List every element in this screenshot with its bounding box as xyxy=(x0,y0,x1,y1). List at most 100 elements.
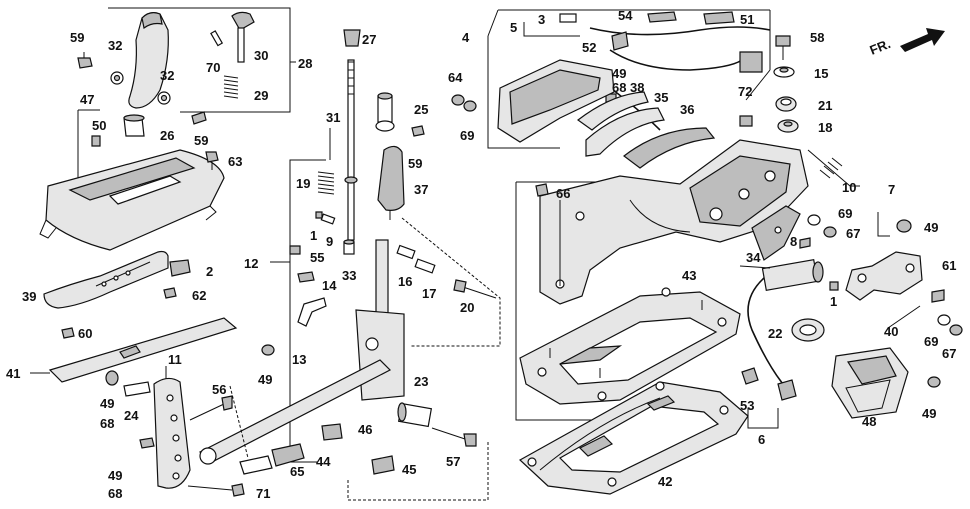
label-1: 1 xyxy=(310,228,317,243)
label-35: 35 xyxy=(654,90,668,105)
label-63: 63 xyxy=(228,154,242,169)
mounting-plate-43 xyxy=(519,287,741,405)
detent-plate-11 xyxy=(105,366,245,497)
label-29: 29 xyxy=(254,88,268,103)
label-44: 44 xyxy=(316,454,331,469)
label-14: 14 xyxy=(322,278,337,293)
label-11: 11 xyxy=(168,352,182,367)
label-70: 70 xyxy=(206,60,220,75)
label-68b: 68 xyxy=(108,486,122,501)
label-64: 64 xyxy=(448,70,463,85)
label-67a: 67 xyxy=(846,226,860,241)
label-59c: 59 xyxy=(408,156,422,171)
label-3: 3 xyxy=(538,12,545,27)
label-65: 65 xyxy=(290,464,304,479)
label-1b: 1 xyxy=(830,294,837,309)
label-49a: 49 xyxy=(100,396,114,411)
label-30: 30 xyxy=(254,48,268,63)
bracket-40-group xyxy=(845,212,963,336)
label-49c: 49 xyxy=(258,372,272,387)
label-55: 55 xyxy=(310,250,324,265)
front-direction-label: FR. xyxy=(868,36,893,58)
label-56: 56 xyxy=(212,382,226,397)
label-58: 58 xyxy=(810,30,824,45)
label-24: 24 xyxy=(124,408,139,423)
label-28: 28 xyxy=(298,56,312,71)
console-47 xyxy=(39,109,225,251)
label-49b: 49 xyxy=(108,468,122,483)
label-36: 36 xyxy=(680,102,694,117)
label-49f: 49 xyxy=(922,406,936,421)
label-32b: 32 xyxy=(160,68,174,83)
label-69a: 69 xyxy=(460,128,474,143)
guide-line-a xyxy=(229,385,249,459)
label-57: 57 xyxy=(446,454,460,469)
guide-parts xyxy=(576,91,753,169)
label-38: 38 xyxy=(630,80,644,95)
label-4: 4 xyxy=(462,30,470,45)
label-49e: 49 xyxy=(924,220,938,235)
switch-cable-6 xyxy=(741,277,797,429)
label-37: 37 xyxy=(414,182,428,197)
label-52: 52 xyxy=(582,40,596,55)
label-48: 48 xyxy=(862,414,876,429)
label-40: 40 xyxy=(884,324,898,339)
callout-labels: 59 32 32 30 70 29 28 47 50 26 59 63 12 2… xyxy=(6,8,956,501)
label-21: 21 xyxy=(818,98,832,113)
label-60: 60 xyxy=(78,326,92,341)
label-25: 25 xyxy=(414,102,428,117)
guide-line-b xyxy=(401,217,501,347)
label-69c: 69 xyxy=(924,334,938,349)
label-31: 31 xyxy=(326,110,340,125)
grommet-22 xyxy=(791,318,825,342)
label-49d: 49 xyxy=(612,66,626,81)
label-61: 61 xyxy=(942,258,956,273)
label-5: 5 xyxy=(510,20,517,35)
label-27: 27 xyxy=(362,32,376,47)
label-20: 20 xyxy=(460,300,474,315)
label-59a: 59 xyxy=(70,30,84,45)
label-19: 19 xyxy=(296,176,310,191)
label-71: 71 xyxy=(256,486,270,501)
label-2: 2 xyxy=(206,264,213,279)
connector-45 xyxy=(371,455,395,475)
label-72: 72 xyxy=(738,84,752,99)
label-66: 66 xyxy=(556,186,570,201)
label-45: 45 xyxy=(402,462,416,477)
label-10: 10 xyxy=(842,180,856,195)
label-22: 22 xyxy=(768,326,782,341)
label-18: 18 xyxy=(818,120,832,135)
label-43: 43 xyxy=(682,268,696,283)
label-68a: 68 xyxy=(100,416,114,431)
label-50: 50 xyxy=(92,118,106,133)
trim-39-41 xyxy=(30,250,238,383)
nut-49-lower-right xyxy=(927,376,941,388)
bracket-28 xyxy=(108,7,291,113)
label-26: 26 xyxy=(160,128,174,143)
label-33: 33 xyxy=(342,268,356,283)
fasteners-right-top xyxy=(773,35,799,133)
selector-body-7 xyxy=(515,139,860,421)
front-direction-indicator: FR. xyxy=(868,28,945,58)
label-13: 13 xyxy=(292,352,306,367)
label-8: 8 xyxy=(790,234,797,249)
label-53: 53 xyxy=(740,398,754,413)
label-6: 6 xyxy=(758,432,765,447)
label-42: 42 xyxy=(658,474,672,489)
label-16: 16 xyxy=(398,274,412,289)
label-12: 12 xyxy=(244,256,258,271)
knob-group-28 xyxy=(77,7,296,137)
label-51: 51 xyxy=(740,12,754,27)
label-69b: 69 xyxy=(838,206,852,221)
label-47: 47 xyxy=(80,92,94,107)
label-54: 54 xyxy=(618,8,633,23)
label-23: 23 xyxy=(414,374,428,389)
base-plate-42 xyxy=(518,381,749,495)
label-15: 15 xyxy=(814,66,828,81)
label-32a: 32 xyxy=(108,38,122,53)
label-41: 41 xyxy=(6,366,20,381)
label-17: 17 xyxy=(422,286,436,301)
label-68c: 68 xyxy=(612,80,626,95)
